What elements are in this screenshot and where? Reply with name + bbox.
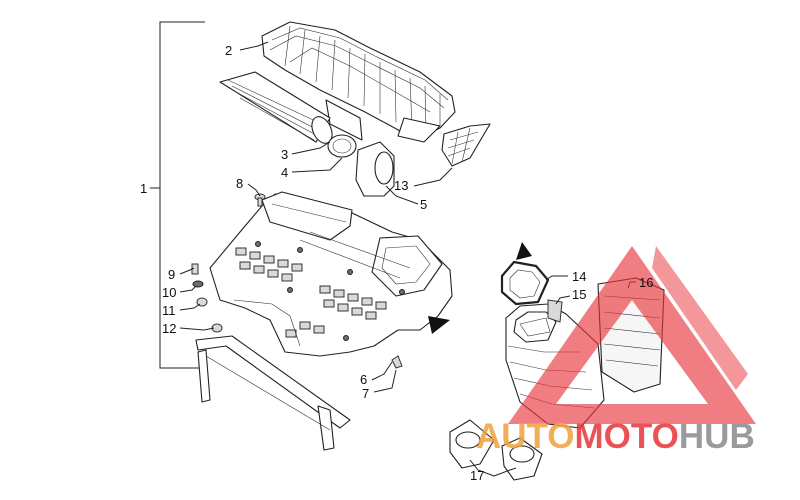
callout-10: 10 — [162, 285, 176, 300]
callout-9: 9 — [168, 267, 175, 282]
watermark-auto: AUTO — [476, 417, 575, 456]
callout-15: 15 — [572, 287, 586, 302]
fastener-7 — [391, 355, 403, 369]
elbow-duct — [355, 141, 395, 197]
callout-4: 4 — [281, 165, 288, 180]
front-arrow-icon — [428, 316, 450, 334]
watermark: AUTOMOTOHUB — [476, 246, 756, 456]
leader-lines — [179, 41, 636, 477]
callout-13: 13 — [394, 178, 408, 193]
lower-base-tray — [209, 191, 453, 357]
outlet-boot-left — [449, 419, 495, 469]
callout-16: 16 — [639, 275, 653, 290]
watermark-triangle-icon — [508, 246, 756, 424]
support-frame — [195, 335, 351, 451]
fastener-10 — [192, 280, 204, 288]
callout-6: 6 — [360, 372, 367, 387]
fastener-8 — [254, 193, 266, 207]
assembly-bracket — [150, 21, 205, 369]
callout-7: 7 — [362, 386, 369, 401]
callout-12: 12 — [162, 321, 176, 336]
callout-17: 17 — [470, 468, 484, 483]
front-arrow-icon — [516, 242, 532, 260]
upper-intake-housing — [261, 21, 456, 143]
callout-labels: 1 2 3 4 5 6 7 8 9 10 11 12 13 14 15 16 1… — [140, 43, 653, 483]
callout-8: 8 — [236, 176, 243, 191]
coupler-ring — [327, 134, 357, 158]
side-grille — [441, 123, 491, 167]
callout-14: 14 — [572, 269, 586, 284]
watermark-moto: MOTO — [575, 417, 679, 456]
gasket — [500, 260, 550, 306]
callout-3: 3 — [281, 147, 288, 162]
svg-text:AUTOMOTOHUB: AUTOMOTOHUB — [476, 417, 755, 456]
watermark-hub: HUB — [679, 417, 755, 456]
callout-5: 5 — [420, 197, 427, 212]
callout-1: 1 — [140, 181, 147, 196]
callout-2: 2 — [225, 43, 232, 58]
callout-11: 11 — [162, 303, 176, 318]
